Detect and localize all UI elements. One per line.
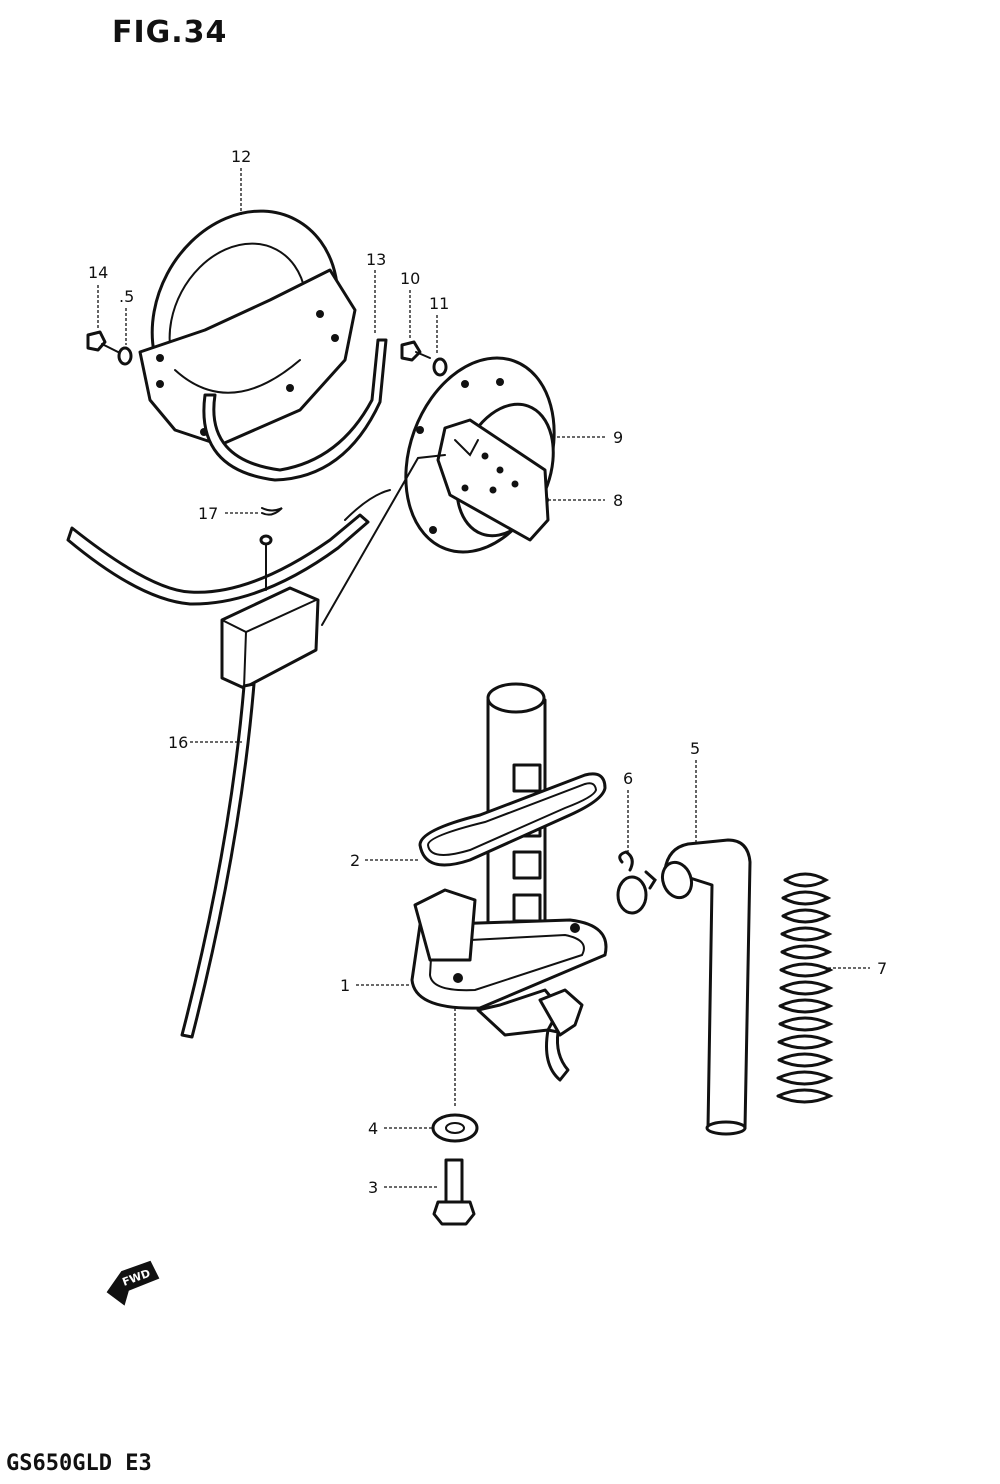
part-3-bolt [432, 1158, 476, 1226]
part-8-sender-unit [321, 418, 550, 626]
callouts: 12 14 .5 13 10 11 9 8 17 16 2 1 6 5 7 4 … [88, 147, 887, 1197]
callout-7: 7 [877, 959, 887, 978]
callout-6: 6 [623, 769, 633, 788]
callout-9: 9 [613, 428, 623, 447]
forward-arrow-icon: FWD [106, 1260, 160, 1306]
part-14-bolt [86, 330, 119, 353]
callout-5-washer: .5 [119, 287, 134, 306]
callout-11: 11 [429, 294, 449, 313]
part-10-bolt [400, 340, 431, 362]
callout-10: 10 [400, 269, 420, 288]
part-2-o-ring [418, 772, 607, 867]
callout-5: 5 [690, 739, 700, 758]
callout-8: 8 [613, 491, 623, 510]
figure-title: FIG.34 [112, 15, 227, 50]
part-5-washer-small [117, 346, 133, 366]
part-16-hose-and-unit [66, 489, 391, 1039]
callout-1: 1 [340, 976, 350, 995]
leader-lines [97, 168, 870, 1188]
part-7-spring [776, 872, 834, 1104]
part-4-washer [431, 1113, 479, 1143]
callout-4: 4 [368, 1119, 378, 1138]
callout-13: 13 [366, 250, 386, 269]
callout-2: 2 [350, 851, 360, 870]
callout-12: 12 [231, 147, 251, 166]
callout-3: 3 [368, 1178, 378, 1197]
callout-16: 16 [168, 733, 188, 752]
part-13-bracket [138, 268, 388, 482]
part-5-hose [660, 838, 752, 1136]
part-1-fuel-cock [410, 682, 608, 1082]
model-code: GS650GLD E3 [6, 1451, 152, 1476]
callout-17: 17 [198, 504, 218, 523]
callout-14: 14 [88, 263, 108, 282]
part-6-clip [616, 850, 657, 915]
part-11-washer [432, 357, 448, 377]
